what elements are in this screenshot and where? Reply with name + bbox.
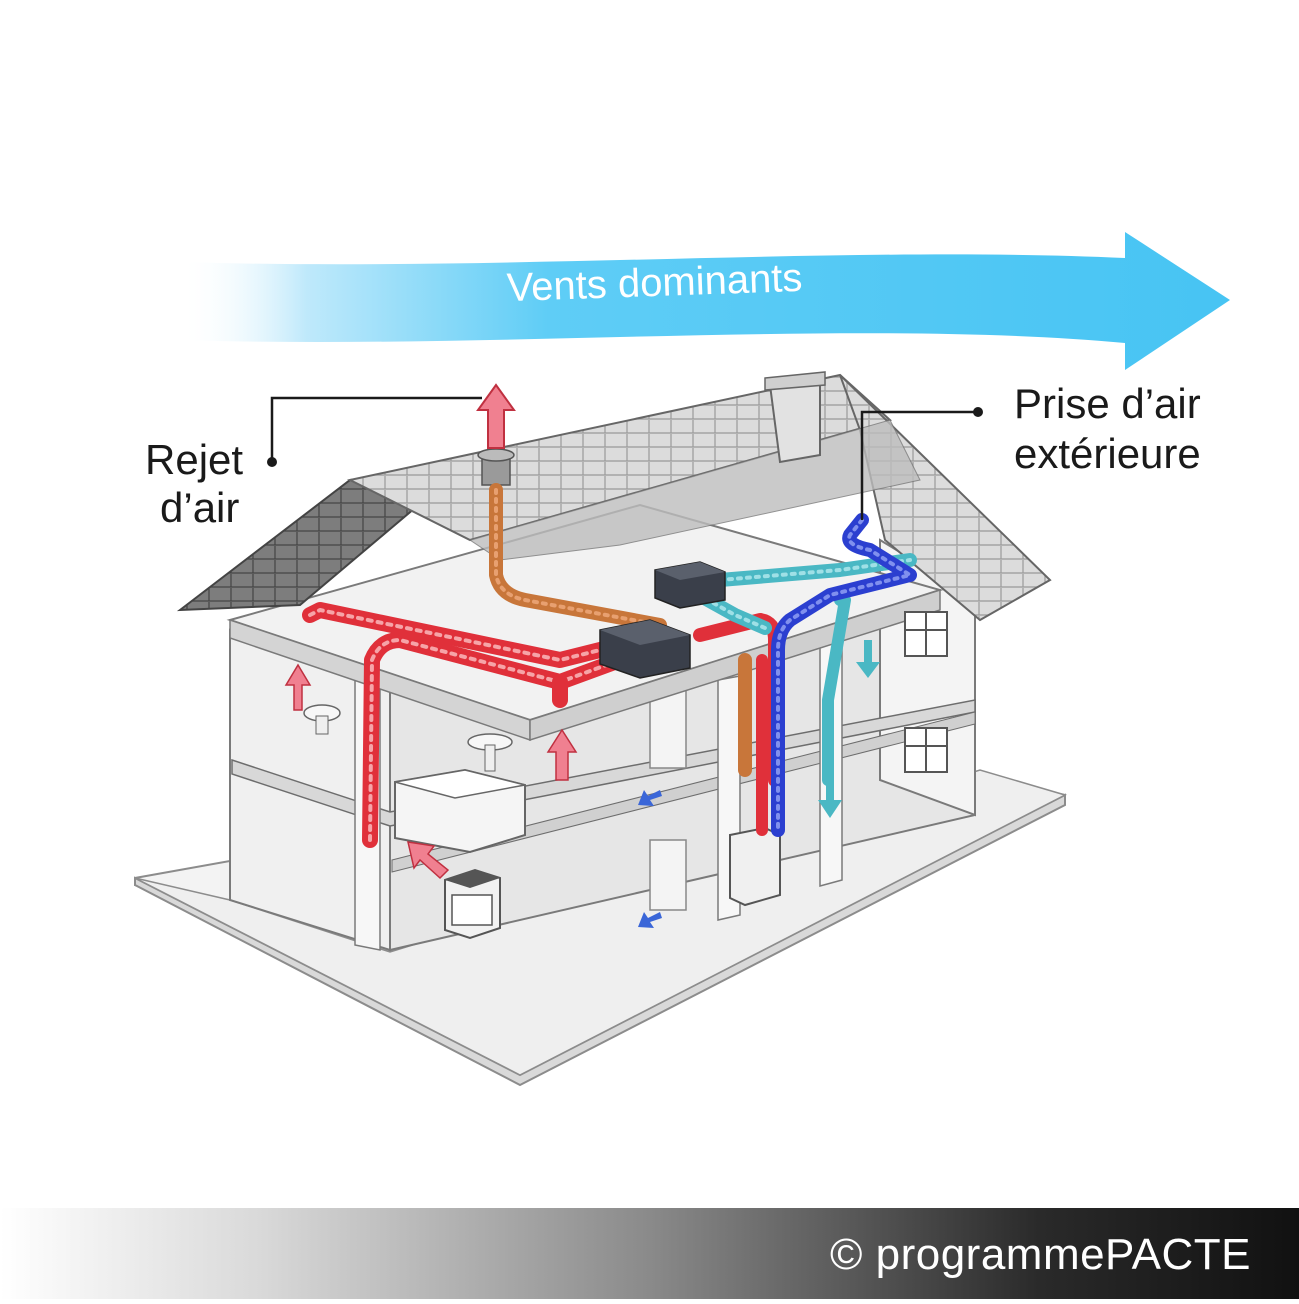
supply-arrow [638,640,880,928]
ventilation-unit-icon [599,561,726,679]
callout-intake: Prise d’air extérieure [860,380,1201,520]
exhaust-vent [477,448,515,486]
intake-label-line1: Prise d’air [1014,380,1201,427]
wind-arrow: Vents dominants [180,232,1230,370]
exhaust-label-line1: Rejet [145,436,243,483]
chimney [764,371,826,464]
exhaust-arrow [476,383,516,449]
wind-label: Vents dominants [506,256,803,310]
sink-icon [303,704,513,772]
intake-label-line2: extérieure [1014,430,1201,477]
extract-arrow [284,663,578,880]
exhaust-label-line2: d’air [160,484,239,531]
bathtub-icon [394,768,526,854]
copyright-text: © programmePACTE [829,1230,1251,1279]
roof [176,371,1052,622]
callout-exhaust: Rejet d’air [145,396,482,531]
footer-bar: © programmePACTE [0,1208,1299,1299]
window-icon [904,611,948,773]
boiler-icon [729,826,781,907]
stove-icon [444,868,501,940]
